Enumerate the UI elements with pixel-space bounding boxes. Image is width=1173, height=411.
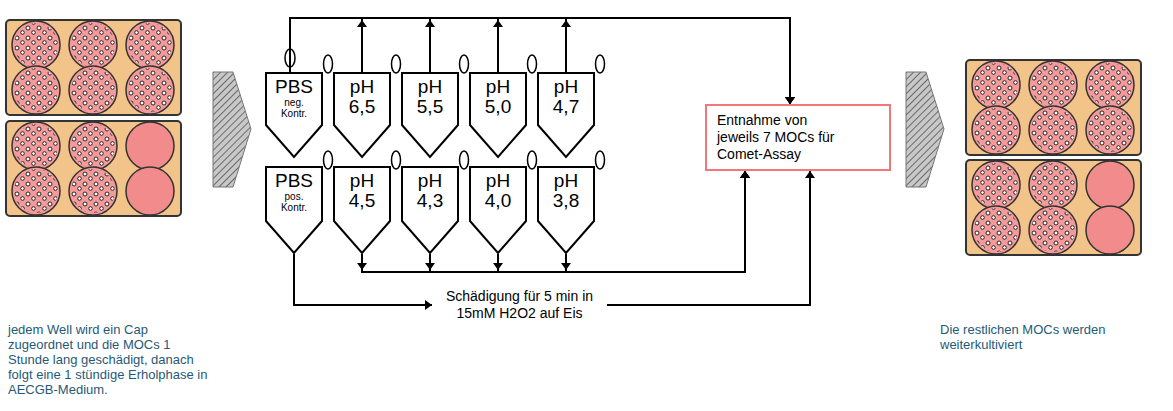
tube-shape: [266, 167, 322, 253]
step-text: Schädigung für 5 min in 15mM H2O2 auf Ei…: [432, 288, 607, 322]
process-step: Schädigung für 5 min in 15mM H2O2 auf Ei…: [432, 288, 607, 322]
arrowhead: [493, 263, 503, 270]
process-arrow: [213, 72, 251, 187]
well-plate: [6, 121, 181, 216]
tube-shape: [538, 167, 594, 253]
tube-label: pH 5,5: [417, 77, 443, 117]
tube-shape: [266, 73, 322, 157]
tube-label: pH 4,7: [553, 77, 579, 117]
connector: [561, 18, 795, 104]
well-plate: [966, 60, 1141, 155]
tube-note: pos. Kontr.: [281, 191, 307, 213]
note-text: jedem Well wird ein Cap zugeordnet und d…: [8, 322, 213, 397]
sample-tube: pH 5,5: [401, 72, 459, 158]
sample-tube: pH 5,0: [469, 72, 527, 158]
connector: [607, 171, 815, 305]
note-text: Die restlichen MOCs werden weiterkultivi…: [940, 322, 1115, 352]
tube-shape: [402, 73, 458, 157]
arrowhead: [740, 171, 750, 178]
connector: [493, 171, 750, 272]
tube-label: PBS: [275, 171, 313, 191]
tube-shape: [402, 167, 458, 253]
arrowhead: [561, 263, 571, 270]
arrowhead: [425, 300, 432, 310]
tube-shape: [538, 73, 594, 157]
arrowhead: [561, 20, 571, 27]
tube-label: PBS: [275, 77, 313, 97]
arrowhead: [785, 97, 795, 104]
arrowhead: [785, 97, 795, 104]
sample-tube: PBSneg. Kontr.: [265, 72, 323, 158]
tube-shape: [334, 73, 390, 157]
connector-line: [294, 254, 432, 305]
arrowhead: [785, 97, 795, 104]
connector-line: [607, 171, 810, 305]
arrowhead: [805, 171, 815, 178]
sample-tube: pH 4,5: [333, 166, 391, 254]
arrowhead: [425, 263, 435, 270]
tube-label: pH 3,8: [553, 171, 579, 211]
tube-note: neg. Kontr.: [281, 97, 307, 119]
sample-tube: pH 3,8: [537, 166, 595, 254]
tube-label: pH 6,5: [349, 77, 375, 117]
tube-shape: [470, 73, 526, 157]
tube-label: pH 4,5: [349, 171, 375, 211]
connector-line: [566, 18, 790, 104]
process-box: Entnahme von jeweils 7 MOCs für Comet-As…: [705, 104, 891, 171]
arrowhead: [785, 97, 795, 104]
sample-tube: pH 4,7: [537, 72, 595, 158]
process-arrow: [906, 72, 944, 187]
arrowhead: [493, 20, 503, 27]
tube-label: pH 4,0: [485, 171, 511, 211]
tube-shape: [470, 167, 526, 253]
arrowhead: [357, 20, 367, 27]
well-plate: [966, 160, 1141, 255]
sample-tube: pH 6,5: [333, 72, 391, 158]
arrowhead: [785, 97, 795, 104]
sample-tube: pH 4,3: [401, 166, 459, 254]
tube-cap: [285, 49, 605, 169]
step-text: Entnahme von jeweils 7 MOCs für Comet-As…: [717, 112, 842, 163]
arrowhead: [740, 171, 750, 178]
connector: [294, 254, 432, 310]
arrowhead: [740, 171, 750, 178]
arrowhead: [357, 263, 367, 270]
tube-shape: [334, 167, 390, 253]
sample-tube: pH 4,0: [469, 166, 527, 254]
connector-line: [498, 171, 745, 272]
arrowhead: [425, 20, 435, 27]
well-plate: [6, 20, 181, 115]
arrowhead: [740, 171, 750, 178]
sample-tube: PBSpos. Kontr.: [265, 166, 323, 254]
tube-label: pH 5,0: [485, 77, 511, 117]
tube-label: pH 4,3: [417, 171, 443, 211]
